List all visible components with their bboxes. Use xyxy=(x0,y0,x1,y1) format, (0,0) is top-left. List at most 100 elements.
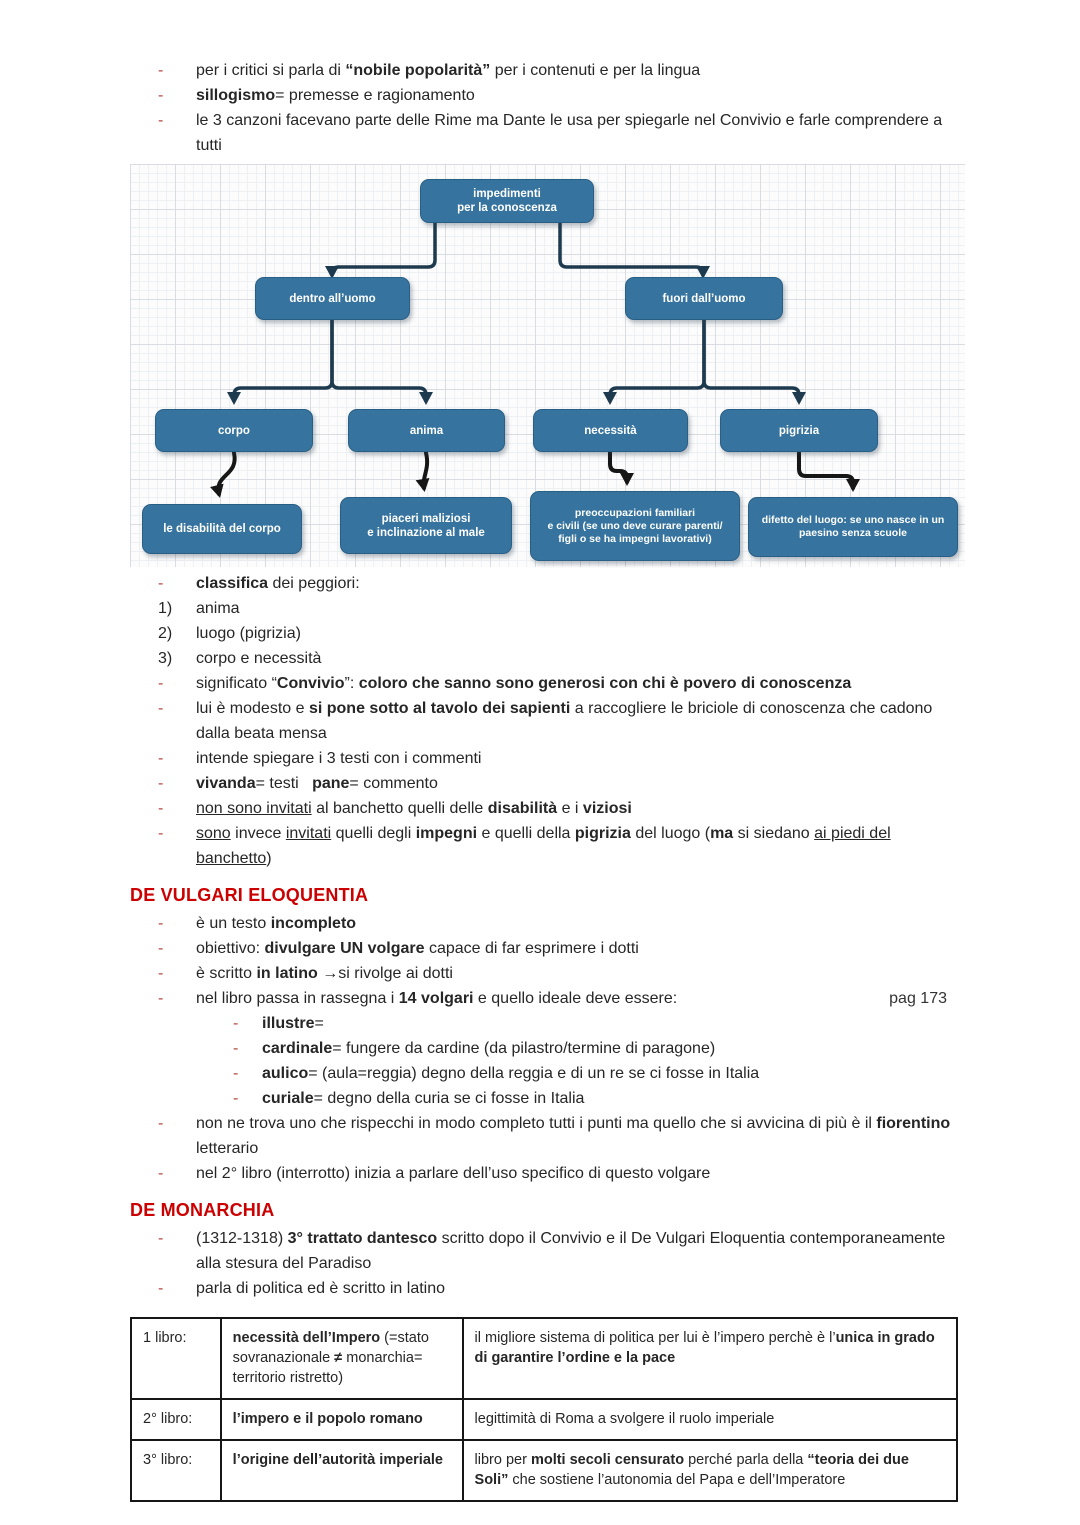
list-item: -obiettivo: divulgare UN volgare capace … xyxy=(130,936,965,961)
dash-marker: - xyxy=(233,1015,239,1032)
dash-marker: - xyxy=(158,965,164,982)
dash-marker: - xyxy=(158,915,164,932)
list-item: - parla di politica ed è scritto in latin… xyxy=(130,1276,965,1301)
list-item: - nel 2° libro (interrotto) inizia a parl… xyxy=(130,1161,965,1186)
number-marker: 2) xyxy=(158,625,173,642)
bullet-list-monarchia: - (1312-1318) 3° trattato dantesco scritt… xyxy=(130,1226,965,1301)
dash-marker: - xyxy=(158,1165,164,1182)
dash-marker: - xyxy=(158,750,164,767)
section-heading-de-monarchia: DE MONARCHIA xyxy=(130,1200,275,1220)
list-item: - significato “Convivio”: coloro che sann… xyxy=(130,671,965,696)
book-desc-cell: il migliore sistema di politica per lui … xyxy=(461,1317,959,1400)
book-desc-cell: libro per molti secoli censurato perché … xyxy=(461,1439,959,1502)
flowchart-node-piaceri: piaceri maliziosi e inclinazione al male xyxy=(340,497,512,554)
bullet-list-intro: - per i critici si parla di “nobile popol… xyxy=(130,58,965,158)
flowchart-node-preoccupazioni: preoccupazioni familiari e civili (se un… xyxy=(530,491,740,561)
list-item: - lui è modesto e si pone sotto al tavolo… xyxy=(130,696,965,746)
list-item-text: nel libro passa in rassegna i 14 volgari… xyxy=(196,990,678,1007)
list-item-text: le 3 canzoni facevano parte delle Rime m… xyxy=(196,112,943,154)
list-item: - nel libro passa in rassegna i 14 volga… xyxy=(130,986,965,1011)
dash-marker: - xyxy=(158,800,164,817)
list-item-text: aulico= (aula=reggia) degno della reggia… xyxy=(262,1065,760,1082)
list-item: - vivanda= testi pane= commento xyxy=(130,771,965,796)
book-title-cell: l’impero e il popolo romano xyxy=(219,1398,464,1441)
list-item-text: non sono invitati al banchetto quelli de… xyxy=(196,800,632,817)
list-item: -sillogismo= premesse e ragionamento xyxy=(130,83,965,108)
list-item: -sono invece invitati quelli degli impeg… xyxy=(130,821,965,871)
list-item-row: nel libro passa in rassegna i 14 volgari… xyxy=(196,986,965,1011)
dash-marker: - xyxy=(158,1280,164,1297)
dash-marker: - xyxy=(158,775,164,792)
table-row: 2° libro: l’impero e il popolo romano le… xyxy=(130,1398,959,1441)
dash-marker: - xyxy=(233,1040,239,1057)
monarchia-books-table: 1 libro: necessità dell’Impero (=stato s… xyxy=(130,1317,959,1502)
impediments-flowchart: impedimenti per la conoscenza dentro all… xyxy=(130,164,965,567)
list-item-text: è scritto in latino →si rivolge ai dotti xyxy=(196,965,453,982)
list-item-text: intende spiegare i 3 testi con i comment… xyxy=(196,750,482,767)
book-label-cell: 1 libro: xyxy=(130,1317,222,1400)
dash-marker: - xyxy=(158,62,164,79)
list-item-text: curiale= degno della curia se ci fosse i… xyxy=(262,1090,585,1107)
list-item-text: per i critici si parla di “nobile popola… xyxy=(196,62,701,79)
bullet-list-vulgari: -è un testo incompleto -obiettivo: divul… xyxy=(130,911,965,1186)
list-item-text: significato “Convivio”: coloro che sanno… xyxy=(196,675,852,692)
section-heading-de-vulgari: DE VULGARI ELOQUENTIA xyxy=(130,885,369,905)
dash-marker: - xyxy=(233,1090,239,1107)
list-item: - non ne trova uno che rispecchi in modo … xyxy=(130,1111,965,1161)
flowchart-node-fuori-uomo: fuori dall’uomo xyxy=(625,277,783,320)
dash-marker: - xyxy=(158,1115,164,1132)
bullet-list-convivio: - significato “Convivio”: coloro che sann… xyxy=(130,671,965,871)
list-item-text: lui è modesto e si pone sotto al tavolo … xyxy=(196,700,933,742)
list-item-nested: - curiale= degno della curia se ci fosse … xyxy=(130,1086,965,1111)
list-item: -classifica dei peggiori: xyxy=(130,571,965,596)
flowchart-node-anima: anima xyxy=(348,409,505,452)
list-item: - per i critici si parla di “nobile popol… xyxy=(130,58,965,83)
number-marker: 3) xyxy=(158,650,173,667)
list-item-text: vivanda= testi pane= commento xyxy=(196,775,438,792)
flowchart-node-necessita: necessità xyxy=(533,409,688,452)
dash-marker: - xyxy=(158,700,164,717)
book-title-cell: l’origine dell’autorità imperiale xyxy=(219,1439,464,1502)
list-item: - è scritto in latino →si rivolge ai dott… xyxy=(130,961,965,986)
list-item-nested: - illustre= xyxy=(130,1011,965,1036)
flowchart-node-disabilita: le disabilità del corpo xyxy=(142,504,302,554)
book-label-cell: 2° libro: xyxy=(130,1398,222,1441)
list-item-text: anima xyxy=(196,600,240,617)
list-item-text: nel 2° libro (interrotto) inizia a parla… xyxy=(196,1165,711,1182)
list-item-text: parla di politica ed è scritto in latino xyxy=(196,1280,446,1297)
list-item-text: non ne trova uno che rispecchi in modo c… xyxy=(196,1115,951,1157)
flowchart-connectors xyxy=(210,221,860,498)
dash-marker: - xyxy=(158,87,164,104)
list-item: -le 3 canzoni facevano parte delle Rime … xyxy=(130,108,965,158)
number-marker: 1) xyxy=(158,600,173,617)
table-row: 3° libro: l’origine dell’autorità imperi… xyxy=(130,1439,959,1502)
dash-marker: - xyxy=(158,1230,164,1247)
dash-marker: - xyxy=(158,575,164,592)
list-item-ranked: 3) corpo e necessità xyxy=(130,646,965,671)
list-item-ranked: 2)luogo (pigrizia) xyxy=(130,621,965,646)
dash-marker: - xyxy=(158,825,164,842)
list-item-text: (1312-1318) 3° trattato dantesco scritto… xyxy=(196,1230,946,1272)
dash-marker: - xyxy=(233,1065,239,1082)
list-item: - non sono invitati al banchetto quelli d… xyxy=(130,796,965,821)
list-item-nested: -cardinale= fungere da cardine (da pilas… xyxy=(130,1036,965,1061)
book-desc-cell: legittimità di Roma a svolgere il ruolo … xyxy=(461,1398,959,1441)
flowchart-node-impedimenti: impedimenti per la conoscenza xyxy=(420,179,594,223)
flowchart-node-difetto-luogo: difetto del luogo: se uno nasce in un pa… xyxy=(748,497,958,557)
list-item: - è un testo incompleto xyxy=(130,911,965,936)
list-item: - intende spiegare i 3 testi con i commen… xyxy=(130,746,965,771)
book-label-cell: 3° libro: xyxy=(130,1439,222,1502)
flowchart-node-pigrizia: pigrizia xyxy=(720,409,878,452)
page-reference: pag 173 xyxy=(889,990,947,1007)
dash-marker: - xyxy=(158,990,164,1007)
list-item-text: obiettivo: divulgare UN volgare capace d… xyxy=(196,940,639,957)
list-item-text: è un testo incompleto xyxy=(196,915,357,932)
book-title-cell: necessità dell’Impero (=stato sovranazio… xyxy=(219,1317,464,1400)
table-row: 1 libro: necessità dell’Impero (=stato s… xyxy=(130,1317,959,1400)
list-item-text: corpo e necessità xyxy=(196,650,322,667)
flowchart-node-dentro-uomo: dentro all’uomo xyxy=(255,277,410,320)
list-item-nested: - aulico= (aula=reggia) degno della reggi… xyxy=(130,1061,965,1086)
dash-marker: - xyxy=(158,675,164,692)
list-item-text: illustre= xyxy=(262,1015,324,1032)
